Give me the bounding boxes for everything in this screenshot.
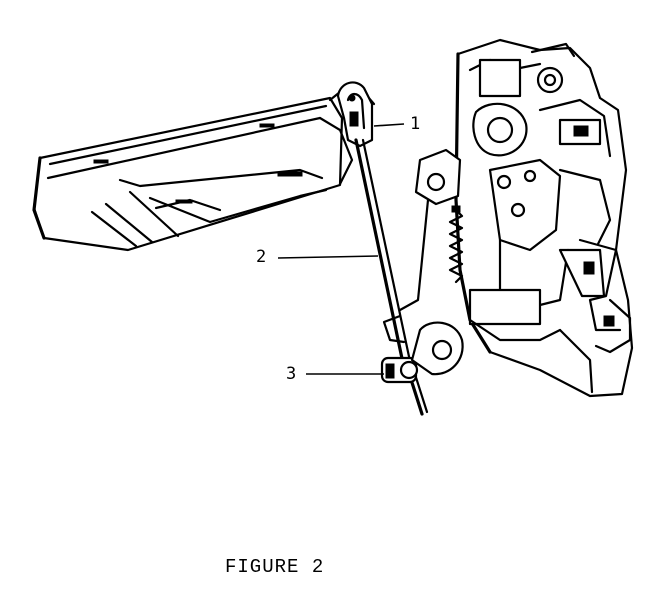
rod-clip [380, 356, 419, 384]
leader-line-1 [373, 123, 405, 127]
callout-1: 1 [410, 114, 421, 134]
callout-2: 2 [256, 247, 267, 267]
callout-3: 3 [286, 364, 297, 384]
inside-handle-assembly [32, 86, 376, 252]
leader-line-2 [277, 255, 379, 259]
figure-caption: FIGURE 2 [225, 556, 325, 578]
door-latch-assembly [382, 38, 634, 398]
